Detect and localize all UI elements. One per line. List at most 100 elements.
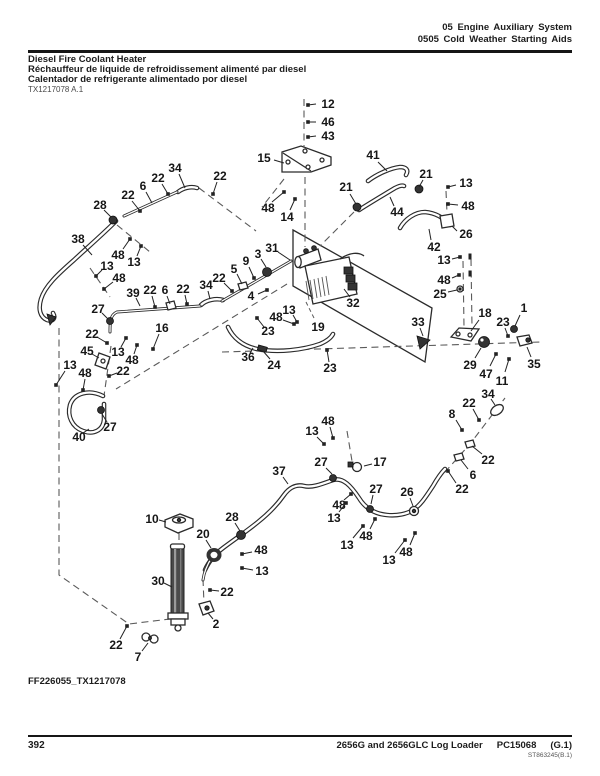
callout-13: 13 bbox=[327, 511, 341, 525]
bolt-13 bbox=[446, 185, 450, 189]
leader-40 bbox=[82, 428, 90, 434]
callout-28: 28 bbox=[225, 510, 239, 524]
bolt-48 bbox=[457, 273, 461, 277]
bolt-46 bbox=[306, 120, 310, 124]
leader-48 bbox=[271, 191, 285, 203]
leader-34 bbox=[490, 398, 496, 406]
callout-13: 13 bbox=[111, 345, 125, 359]
callout-45: 45 bbox=[80, 344, 94, 358]
bolt-48 bbox=[282, 190, 286, 194]
ring-34 bbox=[490, 403, 504, 417]
bolt-48 bbox=[102, 287, 106, 291]
callout-42: 42 bbox=[427, 240, 441, 254]
page-number: 392 bbox=[28, 740, 45, 751]
bolt-48 bbox=[128, 237, 132, 241]
callout-11: 11 bbox=[496, 374, 509, 388]
leader-39 bbox=[135, 297, 141, 307]
leader-13 bbox=[394, 539, 406, 554]
coolant-hoses bbox=[37, 164, 453, 573]
bolt-13 bbox=[322, 442, 326, 446]
bolt-13 bbox=[240, 566, 244, 570]
bolt-48 bbox=[331, 436, 335, 440]
callout-48: 48 bbox=[111, 248, 125, 262]
callout-48: 48 bbox=[321, 414, 335, 428]
callout-48: 48 bbox=[78, 366, 92, 380]
leader-34 bbox=[178, 173, 186, 189]
callout-33: 33 bbox=[411, 315, 425, 329]
callout-22: 22 bbox=[143, 283, 157, 297]
assembly-axis-lines bbox=[58, 99, 541, 625]
callout-44: 44 bbox=[390, 205, 404, 219]
bolt-13 bbox=[54, 383, 58, 387]
leader-28 bbox=[234, 522, 241, 532]
bolt-48 bbox=[349, 492, 353, 496]
footer-rule bbox=[28, 735, 572, 737]
callout-13: 13 bbox=[100, 259, 114, 273]
callout-17: 17 bbox=[373, 455, 387, 469]
callout-48: 48 bbox=[125, 353, 139, 367]
bolt-22 bbox=[107, 374, 111, 378]
callout-30: 30 bbox=[151, 574, 165, 588]
leader-6 bbox=[166, 295, 171, 305]
header-rule bbox=[28, 50, 572, 53]
figure-caption: FF226055_TX1217078 bbox=[28, 676, 126, 687]
bolt-48 bbox=[413, 531, 417, 535]
bolt-22 bbox=[125, 624, 129, 628]
bolt-43 bbox=[306, 135, 310, 139]
clamp-24 bbox=[256, 344, 268, 353]
callout-13: 13 bbox=[340, 538, 354, 552]
callout-13: 13 bbox=[382, 553, 396, 567]
bolt-23 bbox=[325, 348, 329, 352]
callout-6: 6 bbox=[140, 179, 147, 193]
callout-8: 8 bbox=[449, 407, 456, 421]
leader-13 bbox=[55, 370, 66, 386]
callout-48: 48 bbox=[254, 543, 268, 557]
callout-48: 48 bbox=[269, 310, 283, 324]
leader-48 bbox=[82, 378, 86, 391]
bolt-4 bbox=[265, 288, 269, 292]
callout-23: 23 bbox=[496, 315, 510, 329]
bolt-22 bbox=[105, 341, 109, 345]
leader-21 bbox=[418, 179, 424, 188]
fitting-5 bbox=[237, 281, 249, 291]
leader-9 bbox=[248, 266, 255, 279]
bolt-13 bbox=[361, 524, 365, 528]
bolt-22 bbox=[185, 302, 189, 306]
callout-35: 35 bbox=[527, 357, 541, 371]
clamp-27b bbox=[106, 317, 114, 325]
callout-6: 6 bbox=[470, 468, 477, 482]
leader-22 bbox=[472, 408, 480, 421]
callout-22: 22 bbox=[116, 364, 130, 378]
bolt-14 bbox=[293, 197, 297, 201]
callout-26: 26 bbox=[400, 485, 414, 499]
strap-18 bbox=[449, 327, 481, 342]
callout-20: 20 bbox=[196, 527, 210, 541]
callout-2: 2 bbox=[213, 617, 220, 631]
callout-34: 34 bbox=[199, 278, 213, 292]
callout-22: 22 bbox=[213, 169, 227, 183]
callout-22: 22 bbox=[176, 282, 190, 296]
bolt-13 bbox=[139, 244, 143, 248]
footer-doc-title: 2656G and 2656GLC Log Loader bbox=[336, 740, 483, 751]
hose-38-end-arrow bbox=[46, 313, 57, 326]
leader-17 bbox=[363, 463, 373, 467]
title-english: Diesel Fire Coolant Heater bbox=[28, 54, 147, 65]
callout-27: 27 bbox=[91, 302, 105, 316]
bolt-48 bbox=[240, 552, 244, 556]
leader-27 bbox=[101, 312, 109, 320]
leader-41 bbox=[377, 161, 388, 172]
clamp-27a bbox=[329, 474, 337, 482]
callout-48: 48 bbox=[261, 201, 275, 215]
leader-5 bbox=[236, 273, 243, 285]
callout-48: 48 bbox=[332, 498, 346, 512]
leader-6 bbox=[145, 191, 153, 204]
callout-22: 22 bbox=[151, 171, 165, 185]
bolt-8 bbox=[460, 428, 464, 432]
callout-39: 39 bbox=[126, 286, 140, 300]
leader-22 bbox=[119, 625, 128, 640]
leader-14 bbox=[289, 198, 296, 211]
leader-13 bbox=[352, 525, 364, 539]
leader-27 bbox=[101, 413, 108, 423]
